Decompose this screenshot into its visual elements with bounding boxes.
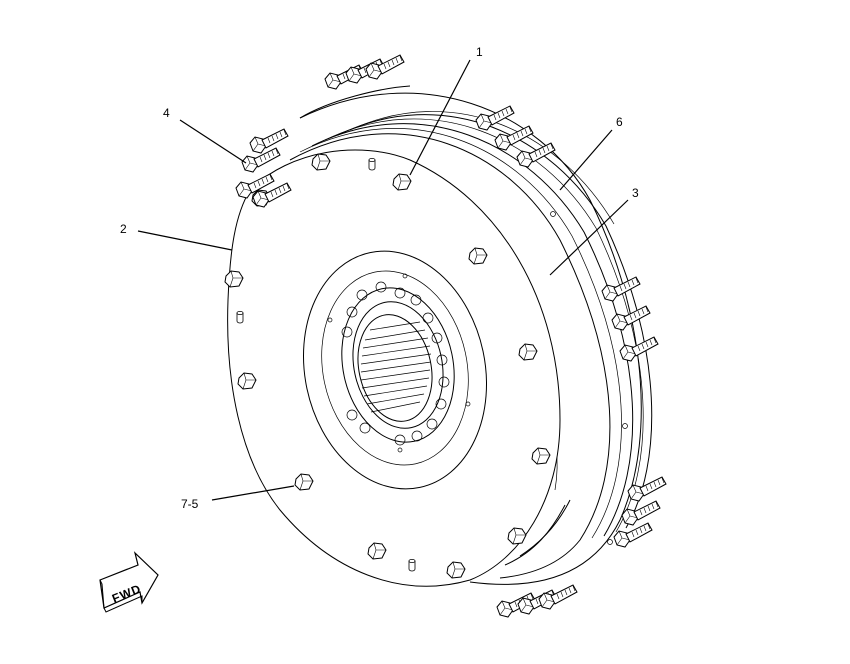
friction-disc-stack: [289, 111, 653, 579]
leader-3: [549, 199, 629, 276]
leader-2: [137, 230, 233, 251]
leader-lines: [137, 59, 629, 501]
bolt-group-upper-right: [475, 105, 556, 168]
callout-4: 4: [163, 106, 170, 120]
callout-1: 1: [476, 45, 483, 59]
leader-1: [409, 59, 471, 176]
leader-7-5: [211, 485, 295, 501]
bolt-group-lower-right: [613, 476, 667, 548]
callout-6: 6: [616, 115, 623, 129]
fwd-direction-arrow: FWD: [99, 551, 159, 613]
flywheel-front-plate: [227, 149, 561, 587]
callout-3: 3: [632, 186, 639, 200]
leader-6: [559, 129, 613, 191]
bolt-group-bottom: [496, 584, 578, 618]
back-plate: [299, 85, 642, 585]
leader-4: [179, 119, 247, 164]
callout-2: 2: [120, 222, 127, 236]
bolt-group-right: [601, 276, 659, 362]
callout-7-5: 7-5: [181, 497, 199, 511]
bolt-group-top: [324, 54, 405, 90]
